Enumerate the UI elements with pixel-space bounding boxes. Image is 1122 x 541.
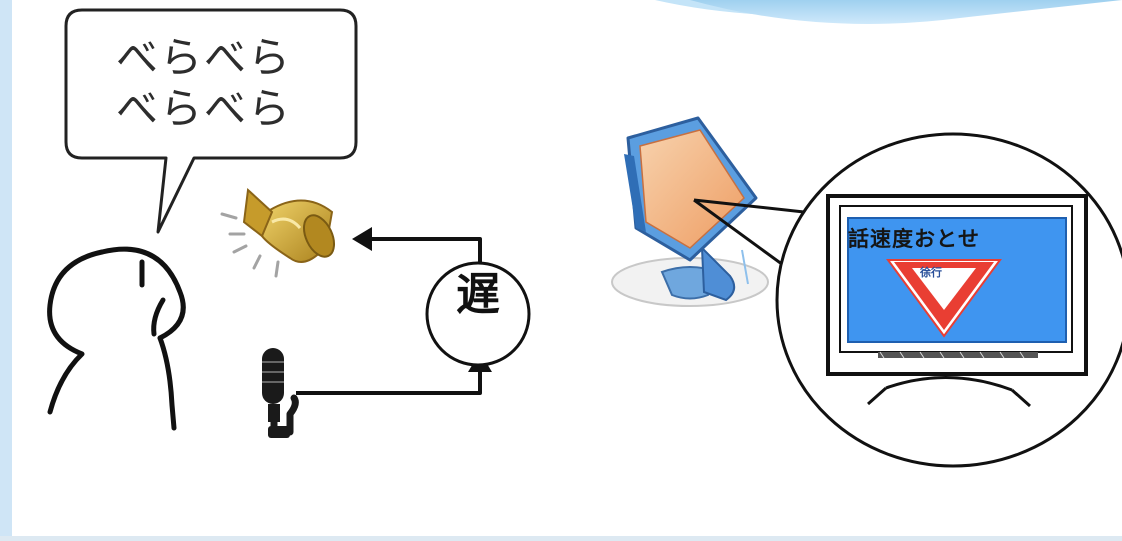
speaker-icon <box>220 187 336 278</box>
computer-icon <box>611 116 769 307</box>
left-border-strip <box>0 0 12 541</box>
person-icon <box>47 246 186 431</box>
speech-text-line-1: べらべら <box>116 33 293 82</box>
delay-label: 遅 <box>456 269 500 320</box>
microphone-icon <box>262 348 299 438</box>
monitor-screen-text: 話速度おとせ <box>848 227 980 251</box>
speech-text-line-2: べらべら <box>116 84 293 133</box>
delay-circle <box>425 261 531 367</box>
yield-sign-text: 徐行 <box>920 266 942 279</box>
callout-pointer <box>693 198 805 272</box>
speech-bubble <box>64 8 358 234</box>
yield-sign-icon <box>886 259 1002 338</box>
top-wave-shape <box>690 0 1122 24</box>
bottom-border-strip <box>0 536 1122 541</box>
monitor-icon <box>826 194 1088 408</box>
